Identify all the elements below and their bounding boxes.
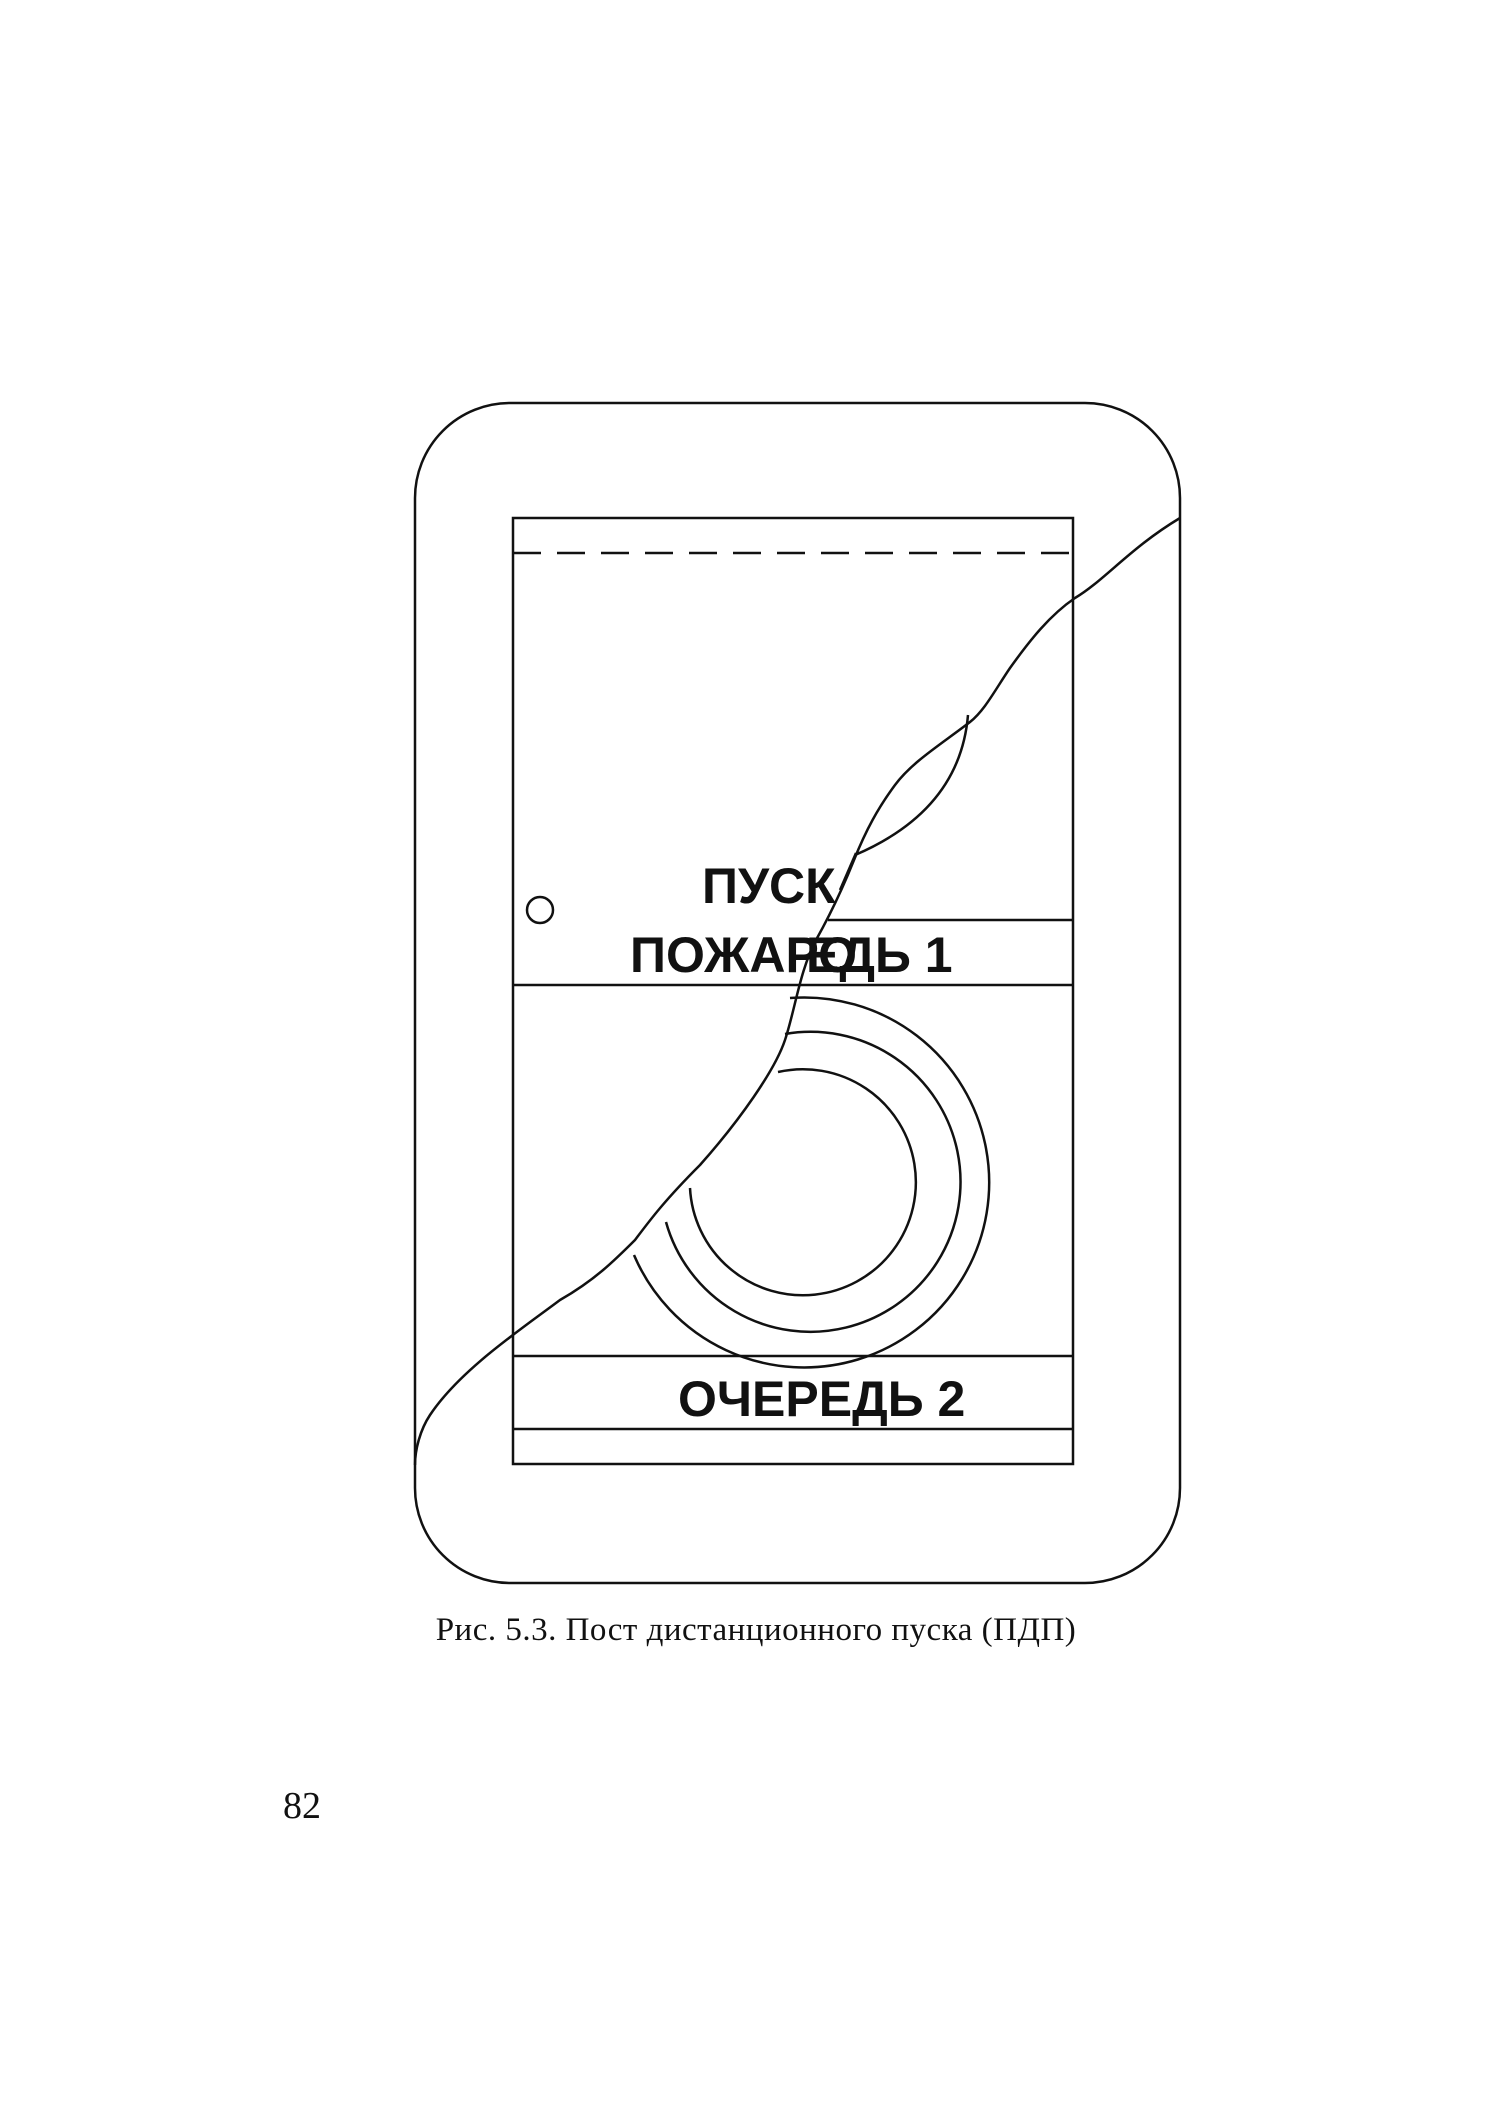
label-queue1-right: ЕДЬ 1 (806, 927, 953, 983)
figure-caption: Рис. 5.3. Пост дистанционного пуска (ПДП… (435, 1612, 1077, 1648)
label-queue1-left: ПОЖАРО (630, 927, 857, 983)
inner-panel (511, 516, 1075, 1466)
break-line (413, 516, 1181, 1466)
button-ring-middle (664, 1030, 962, 1334)
page-number: 82 (283, 1785, 321, 1827)
break-tick-top (838, 852, 858, 891)
button-ring-outer (632, 996, 991, 1369)
label-start: ПУСК (702, 858, 836, 914)
button-inner-circle (688, 1067, 918, 1297)
enclosure-outline (413, 401, 1182, 1585)
cover-arc (854, 714, 970, 857)
indicator-circle (525, 895, 555, 925)
label-queue2: ОЧЕРЕДЬ 2 (678, 1371, 965, 1427)
